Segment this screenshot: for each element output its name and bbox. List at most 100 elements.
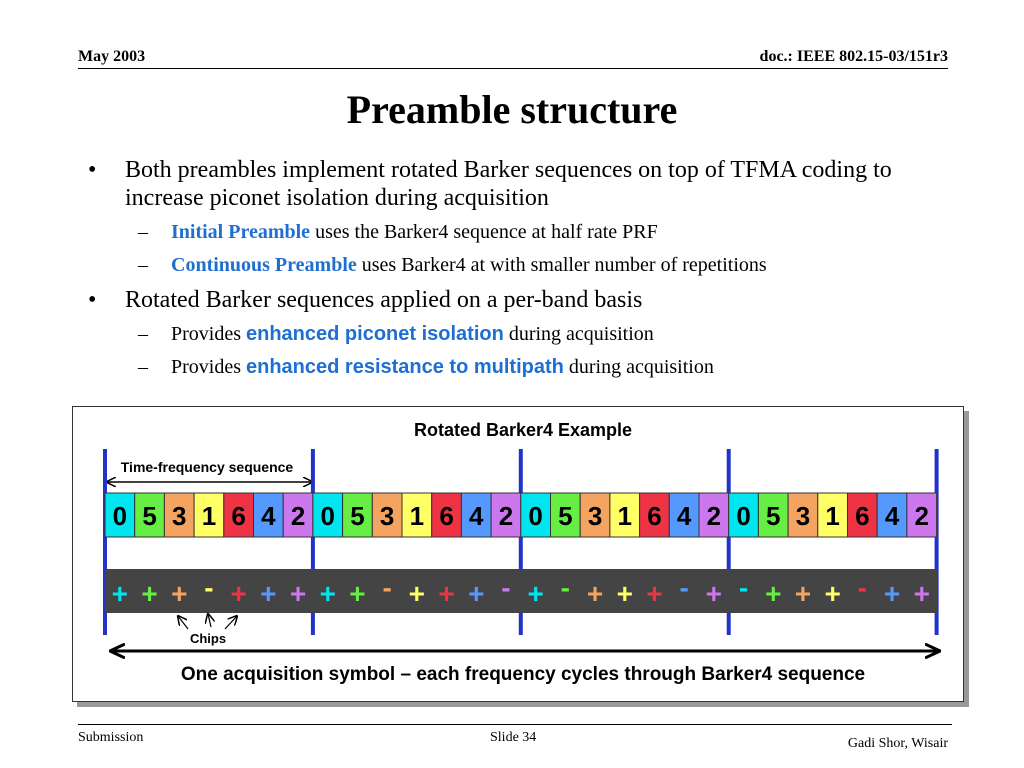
chip-sign: - xyxy=(679,572,688,603)
frequency-digit: 4 xyxy=(469,501,484,531)
bullet-text: Rotated Barker sequences applied on a pe… xyxy=(125,287,643,313)
frequency-cell xyxy=(757,492,789,538)
dash-mark: – xyxy=(138,323,148,345)
subbullet-suffix: during acquisition xyxy=(503,323,654,345)
frequency-digit: 3 xyxy=(172,501,186,531)
chip-sign: + xyxy=(587,578,603,609)
subbullet-text: uses the Barker4 sequence at half rate P… xyxy=(310,221,658,243)
frequency-digit: 3 xyxy=(380,501,394,531)
footer-author: Gadi Shor, Wisair xyxy=(847,736,948,751)
frequency-digit: 1 xyxy=(618,501,632,531)
chip-sign: + xyxy=(795,578,811,609)
chip-sign: + xyxy=(884,578,900,609)
frequency-digit: 5 xyxy=(766,501,780,531)
chip-sign: + xyxy=(706,578,722,609)
chip-sign: + xyxy=(468,578,484,609)
chip-sign: + xyxy=(171,578,187,609)
bullet-mark: • xyxy=(88,157,97,183)
chip-sign: - xyxy=(858,572,867,603)
subbullet-text: uses Barker4 at with smaller number of r… xyxy=(356,254,767,276)
chip-sign: - xyxy=(739,572,748,603)
dash-mark: – xyxy=(138,356,148,378)
frequency-cell xyxy=(342,492,373,538)
frequency-cell xyxy=(579,492,611,538)
chip-strip xyxy=(105,569,937,613)
frequency-digit: 4 xyxy=(677,501,692,531)
acquisition-symbol-label: One acquisition symbol – each frequency … xyxy=(181,664,865,685)
chip-sign: - xyxy=(204,572,213,603)
frequency-cell xyxy=(193,492,225,538)
chip-sign: + xyxy=(617,578,633,609)
frequency-digit: 6 xyxy=(439,501,453,531)
chip-sign: + xyxy=(290,578,306,609)
frequency-digit: 3 xyxy=(588,501,602,531)
frequency-cell xyxy=(490,492,522,538)
chip-sign: + xyxy=(320,578,336,609)
bullet-per-band: • Rotated Barker sequences applied on a … xyxy=(88,286,948,314)
frequency-digit: 0 xyxy=(736,501,750,531)
frequency-digit: 5 xyxy=(350,501,364,531)
slide-title: Preamble structure xyxy=(346,87,678,132)
dash-mark: – xyxy=(138,221,148,243)
chip-sign: + xyxy=(914,578,930,609)
chips-label: Chips xyxy=(190,631,226,646)
chip-sign: - xyxy=(561,572,570,603)
frequency-digit: 5 xyxy=(142,501,156,531)
frequency-digit: 2 xyxy=(291,501,305,531)
frequency-cell xyxy=(460,492,492,538)
barker-diagram: Rotated Barker4 Example Time-frequency s… xyxy=(103,420,963,685)
bullet-mark: • xyxy=(88,287,97,313)
bullet-preambles: • Both preambles implement rotated Barke… xyxy=(88,156,948,212)
footer-slide-number: Slide 34 xyxy=(490,730,537,745)
frequency-digit: 2 xyxy=(915,501,929,531)
header-date: May 2003 xyxy=(78,48,146,65)
frequency-digit: 1 xyxy=(825,501,839,531)
footer-submission: Submission xyxy=(78,730,144,745)
barker-diagram-box: Rotated Barker4 Example Time-frequency s… xyxy=(72,406,964,702)
chip-sign: + xyxy=(527,578,543,609)
frequency-digit: 6 xyxy=(855,501,869,531)
chip-sign: + xyxy=(141,578,157,609)
chip-sign: + xyxy=(349,578,365,609)
frequency-digit: 0 xyxy=(113,501,127,531)
frequency-cell xyxy=(401,492,433,538)
frequency-cell xyxy=(609,492,641,538)
frequency-cell xyxy=(282,492,314,538)
frequency-digit: 1 xyxy=(410,501,424,531)
time-frequency-label: Time-frequency sequence xyxy=(121,459,294,475)
frequency-cell xyxy=(431,492,462,538)
chips-pointer-1 xyxy=(178,616,189,630)
frequency-digit: 6 xyxy=(231,501,245,531)
initial-preamble-term: Initial Preamble xyxy=(171,221,311,243)
frequency-digit: 6 xyxy=(647,501,661,531)
chip-sign: + xyxy=(438,578,454,609)
frequency-cell xyxy=(847,492,878,538)
frequency-cell xyxy=(906,492,938,538)
frequency-cell xyxy=(312,492,344,538)
diagram-title: Rotated Barker4 Example xyxy=(414,420,632,440)
frequency-digit: 0 xyxy=(321,501,335,531)
chips-pointer-3 xyxy=(224,616,237,630)
frequency-digit: 0 xyxy=(528,501,542,531)
subbullet-piconet-isolation: – Provides enhanced piconet isolation du… xyxy=(88,322,948,346)
subbullet-suffix: during acquisition xyxy=(563,356,714,378)
subbullet-prefix: Provides xyxy=(171,356,246,378)
chip-sign: + xyxy=(646,578,662,609)
header-divider xyxy=(78,68,948,69)
piconet-isolation-term: enhanced piconet isolation xyxy=(246,323,504,345)
subbullet-multipath: – Provides enhanced resistance to multip… xyxy=(88,355,948,379)
chip-sign: + xyxy=(765,578,781,609)
frequency-cell xyxy=(876,492,908,538)
chip-sign: - xyxy=(382,572,391,603)
frequency-digit: 5 xyxy=(558,501,572,531)
frequency-digit: 4 xyxy=(885,501,900,531)
continuous-preamble-term: Continuous Preamble xyxy=(171,254,357,276)
frequency-digit: 3 xyxy=(796,501,810,531)
footer-divider xyxy=(78,724,952,725)
chip-sign: + xyxy=(230,578,246,609)
multipath-term: enhanced resistance to multipath xyxy=(246,356,564,378)
frequency-cell xyxy=(104,492,136,538)
header-doc-id: doc.: IEEE 802.15-03/151r3 xyxy=(759,48,948,65)
frequency-cell xyxy=(787,492,819,538)
